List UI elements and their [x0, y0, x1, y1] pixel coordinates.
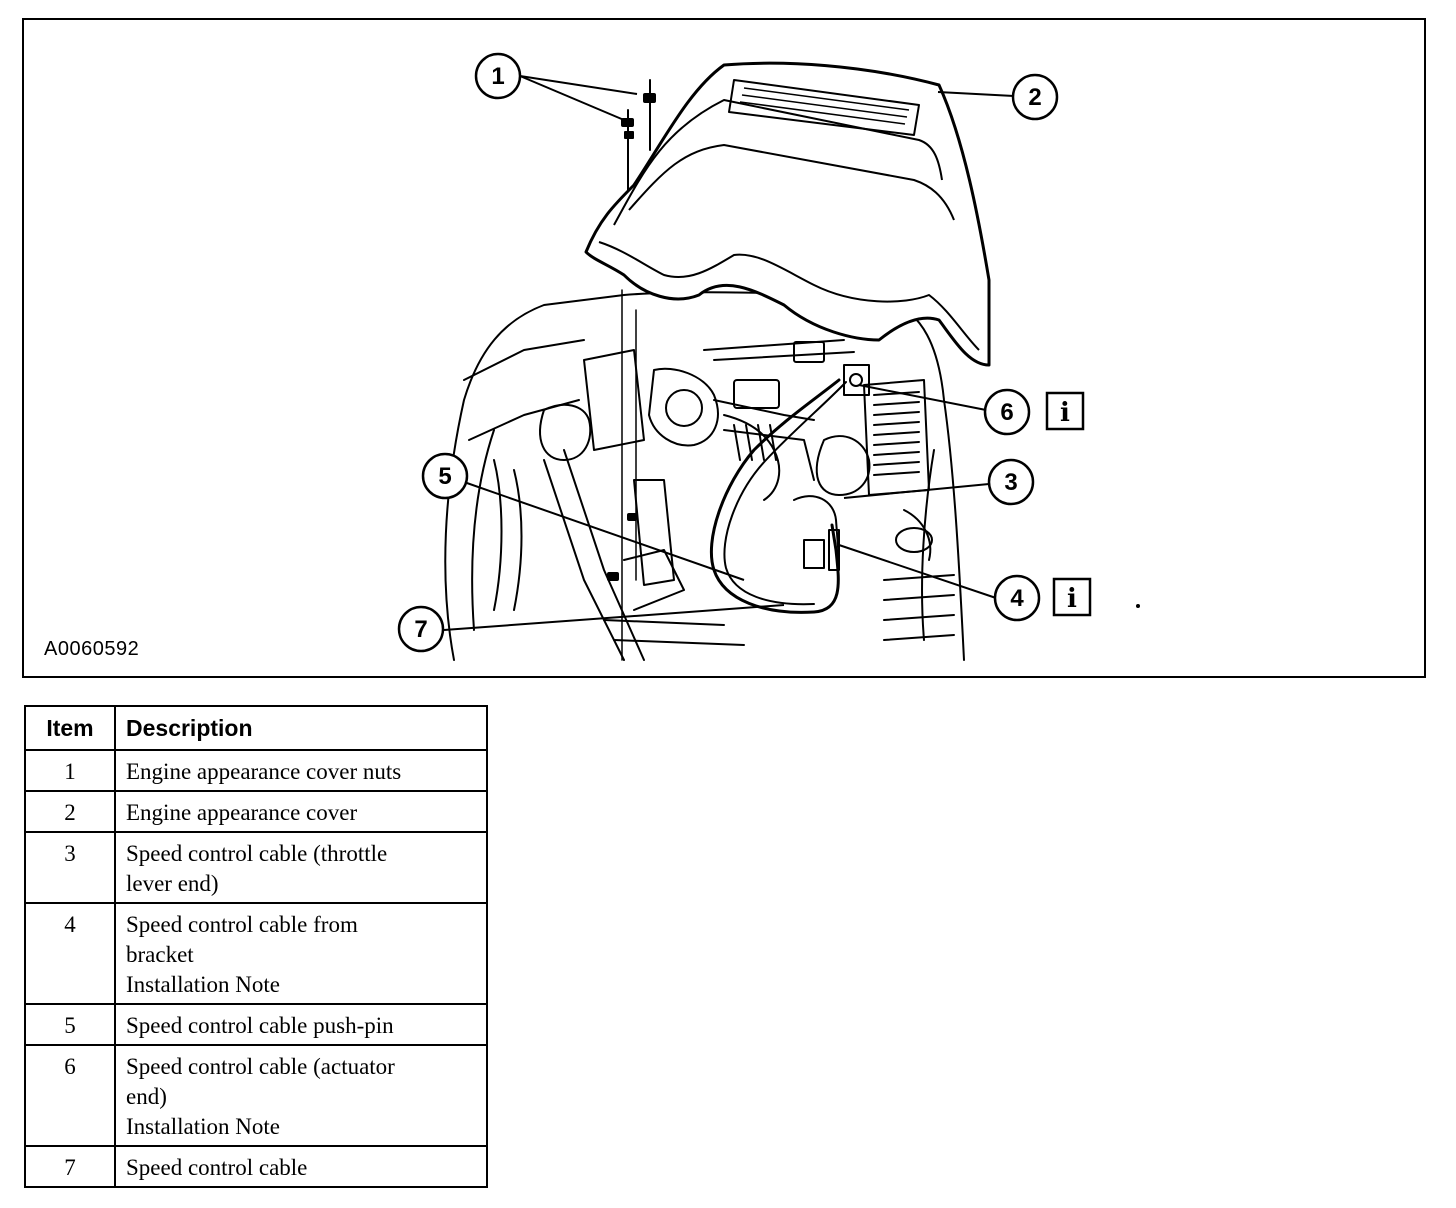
table-row: 7 Speed control cable — [24, 1145, 488, 1188]
item-description: Speed control cable (throttle lever end) — [114, 831, 488, 904]
item-description: Engine appearance cover — [114, 790, 488, 833]
leader-6 — [858, 384, 987, 411]
item-description: Speed control cable — [114, 1145, 488, 1188]
table-row: 6 Speed control cable (actuator end) Instal… — [24, 1044, 488, 1147]
engine-diagram: 1 2 3 4 5 6 7 i i A0060592 — [22, 18, 1426, 678]
svg-text:i: i — [1067, 584, 1077, 614]
callout-5: 5 — [421, 452, 469, 500]
callouts: 1 2 3 4 5 6 7 — [397, 52, 1059, 653]
header-item: Item — [24, 705, 116, 751]
description-line: Speed control cable push-pin — [126, 1013, 394, 1038]
table-row: 3 Speed control cable (throttle lever end) — [24, 831, 488, 904]
leader-4 — [838, 544, 997, 599]
item-number: 4 — [24, 902, 116, 1005]
item-number: 7 — [24, 1145, 116, 1188]
svg-text:7: 7 — [414, 616, 427, 643]
item-description: Speed control cable push-pin — [114, 1003, 488, 1046]
description-line: Speed control cable (throttle — [126, 841, 388, 866]
cover-nuts — [607, 93, 656, 581]
description-line: Speed control cable (actuator — [126, 1054, 395, 1079]
figure-id: A0060592 — [44, 638, 140, 660]
leader-3 — [843, 483, 990, 499]
legend-body: 1 Engine appearance cover nuts 2 Engine app… — [24, 749, 488, 1188]
leader-5 — [463, 481, 745, 581]
callout-6: 6 — [983, 388, 1031, 436]
table-row: 5 Speed control cable push-pin — [24, 1003, 488, 1046]
callout-4: 4 — [993, 574, 1041, 622]
leader-1b — [519, 75, 625, 121]
info-icon-6[interactable]: i — [1045, 391, 1085, 431]
leader-2 — [937, 91, 1015, 97]
header-description: Description — [114, 705, 488, 751]
description-line: Speed control cable — [126, 1155, 308, 1180]
leader-7 — [443, 604, 785, 631]
description-line: Speed control cable from — [126, 912, 358, 937]
leader-1a — [519, 75, 638, 95]
engine-illustration: 1 2 3 4 5 6 7 i i — [397, 52, 1140, 661]
callout-2: 2 — [1011, 73, 1059, 121]
description-line: Engine appearance cover nuts — [126, 759, 402, 784]
engine-bay-outline — [444, 291, 965, 661]
table-row: 2 Engine appearance cover — [24, 790, 488, 833]
callout-1: 1 — [474, 52, 522, 100]
legend-header-row: Item Description — [24, 705, 488, 751]
svg-text:4: 4 — [1010, 585, 1024, 612]
item-description: Engine appearance cover nuts — [114, 749, 488, 792]
svg-text:1: 1 — [491, 63, 504, 90]
item-number: 2 — [24, 790, 116, 833]
callout-3: 3 — [987, 458, 1035, 506]
description-line: Installation Note — [126, 1114, 280, 1139]
svg-text:i: i — [1060, 398, 1070, 428]
table-row: 1 Engine appearance cover nuts — [24, 749, 488, 792]
description-line: Engine appearance cover — [126, 800, 358, 825]
info-icon-4[interactable]: i — [1052, 577, 1092, 617]
svg-text:6: 6 — [1000, 399, 1013, 426]
description-line: lever end) — [126, 871, 219, 896]
description-line: Installation Note — [126, 972, 280, 997]
item-number: 5 — [24, 1003, 116, 1046]
item-number: 6 — [24, 1044, 116, 1147]
svg-text:2: 2 — [1028, 84, 1041, 111]
description-line: end) — [126, 1084, 167, 1109]
engine-appearance-cover — [584, 61, 991, 367]
svg-text:3: 3 — [1004, 469, 1017, 496]
item-description: Speed control cable (actuator end) Install… — [114, 1044, 488, 1147]
item-number: 3 — [24, 831, 116, 904]
callout-7: 7 — [397, 605, 445, 653]
description-line: bracket — [126, 942, 194, 967]
svg-text:5: 5 — [438, 463, 451, 490]
item-number: 1 — [24, 749, 116, 792]
